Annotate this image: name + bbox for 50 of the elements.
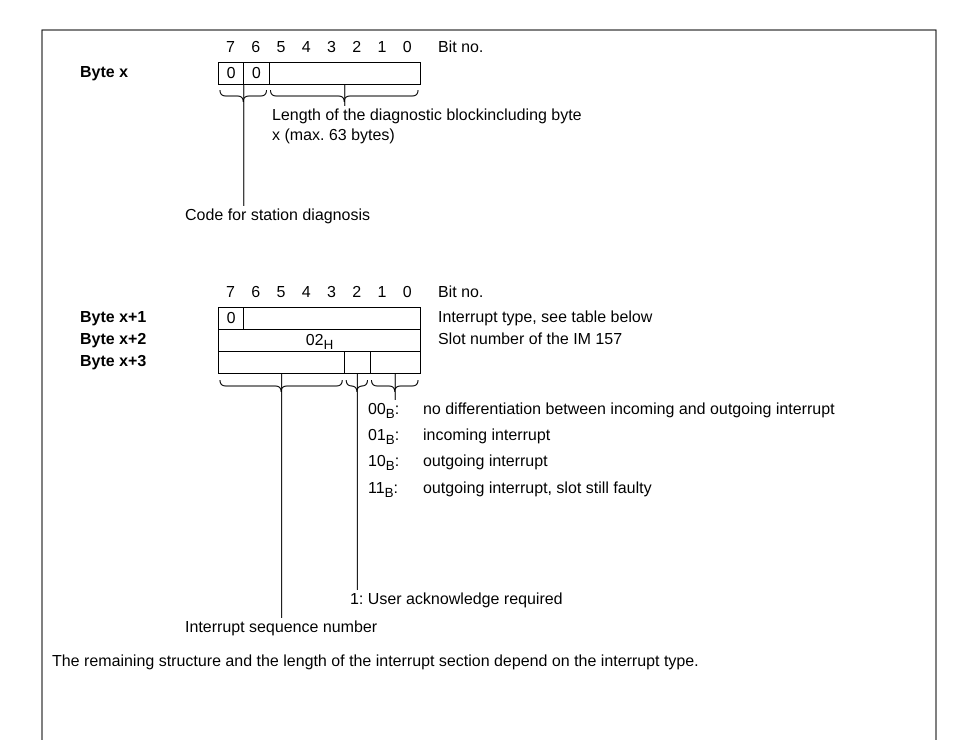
bit-field-cell <box>243 307 421 330</box>
description-text: Code for station diagnosis <box>185 206 445 226</box>
leader-line <box>243 84 244 206</box>
leader-line <box>356 374 358 590</box>
bit-number: 7 <box>226 38 235 58</box>
description-text: Length of the diagnostic blockincluding byte x (max. 63 bytes) <box>272 106 592 146</box>
bit-number: 4 <box>302 283 311 303</box>
bit-field-cell <box>218 351 346 374</box>
leader-line <box>394 374 396 400</box>
byte-description: Slot number of the IM 157 <box>438 330 622 350</box>
bit-number: 7 <box>226 283 235 303</box>
code-value: 01$_{B}$: <box>368 426 400 450</box>
bit-number: 3 <box>327 283 336 303</box>
leader-line <box>344 84 346 106</box>
byte-label: Byte x+1 <box>80 308 146 328</box>
code-value: 10$_{B}$: <box>368 452 400 476</box>
code-meaning: no differentiation between incoming and outgoing interrupt <box>423 400 836 420</box>
bit-number: 6 <box>251 283 260 303</box>
description-text: Interrupt sequence number <box>185 618 445 638</box>
byte-label: Byte x+3 <box>80 352 146 372</box>
bit-field-cell <box>268 62 421 85</box>
byte-label: Byte x <box>80 63 128 83</box>
bit-number-heading: Bit no. <box>438 38 484 58</box>
bit-number: 1 <box>378 38 386 58</box>
bit-number: 1 <box>378 283 386 303</box>
bit-number: 4 <box>302 38 311 58</box>
bit-number: 3 <box>327 38 336 58</box>
description-text: 1: User acknowledge required <box>350 590 650 610</box>
code-value: 11$_{B}$: <box>368 478 399 502</box>
bit-value-cell: 0 <box>243 62 270 85</box>
code-value: 00$_{B}$: <box>368 400 400 424</box>
bit-number: 5 <box>276 283 286 303</box>
byte-description: Interrupt type, see table below <box>438 308 652 328</box>
bit-number: 6 <box>251 38 260 58</box>
bit-number: 0 <box>402 283 412 303</box>
code-meaning: outgoing interrupt <box>423 452 549 472</box>
bit-field-cell <box>370 351 421 374</box>
note-text: The remaining structure and the length of the interrupt section depend on the interrupt type. <box>52 652 700 672</box>
bit-number: 5 <box>276 38 286 58</box>
bit-number-heading: Bit no. <box>438 283 484 303</box>
leader-line <box>281 374 282 618</box>
code-meaning: outgoing interrupt, slot still faulty <box>423 478 653 499</box>
code-meaning: incoming interrupt <box>423 426 552 446</box>
bit-number: 2 <box>352 38 362 58</box>
bit-value-cell: 0 <box>218 307 244 330</box>
bit-number: 0 <box>402 38 412 58</box>
byte-label: Byte x+2 <box>80 330 146 350</box>
bit-value-cell: 02$_{H}$ <box>218 329 421 352</box>
bit-value-cell: 0 <box>218 62 244 85</box>
bit-number: 2 <box>352 283 362 303</box>
